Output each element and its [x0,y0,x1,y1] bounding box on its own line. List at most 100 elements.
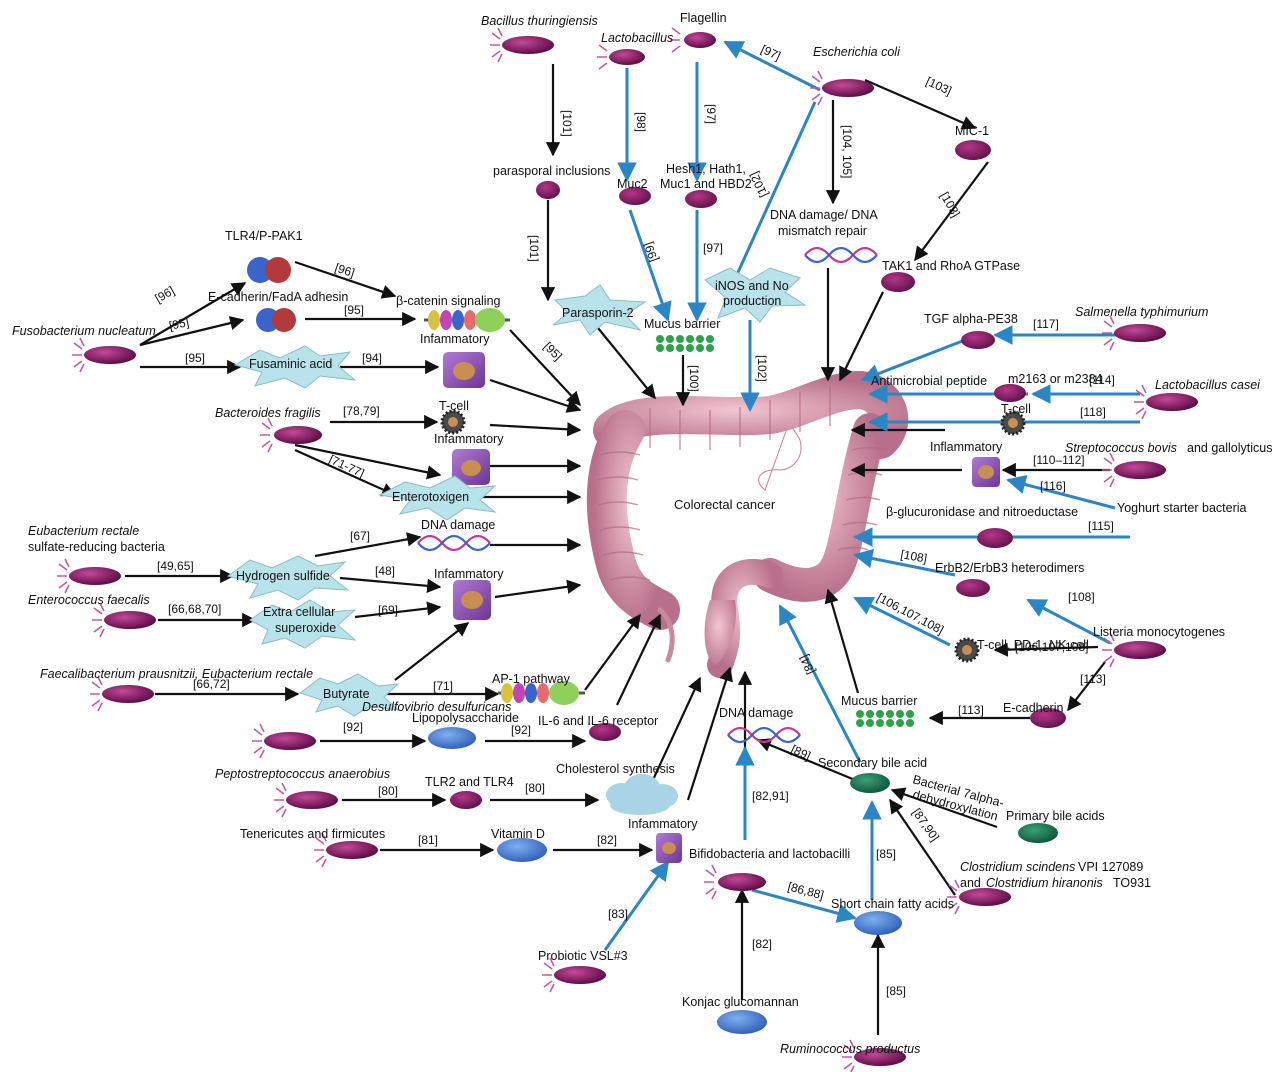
metabolite-star-icon [704,267,807,323]
center-label: Colorectal cancer [674,497,776,512]
reference-label: [100] [687,365,701,392]
protein-icon [1030,708,1066,728]
node-label: and [960,876,981,890]
node-label: sulfate-reducing bacteria [28,540,165,554]
protein-icon [956,579,990,597]
receptor-icon [247,257,291,283]
bacterium-icon [260,417,322,453]
node-label: Hydrogen sulfide [236,569,330,583]
reference-label: [97] [703,241,723,255]
node-label: Enterococcus faecalis [28,593,150,607]
reference-label: [66,68,70] [168,602,221,616]
reference-label: [66,72] [193,677,230,691]
arrow [628,209,672,322]
node-label: TO931 [1113,876,1151,890]
reference-label: [85] [886,984,906,998]
node-label: Mucus barrier [841,694,917,708]
bacterium-icon [597,44,645,70]
node-label: Desulfovibrio desulfuricans [362,700,511,714]
node-label: Antimicrobial peptide [871,374,987,388]
node-label: Fusobacterium nucleatum [12,324,156,338]
bacterium-icon [947,879,1011,915]
node-label: Bacillus thuringiensis [481,14,598,28]
arrow [651,676,702,783]
node-label: Extra cellular [263,605,335,619]
arrow [294,443,442,480]
node-label: production [723,294,781,308]
reference-label: [101] [527,235,541,262]
inflammatory-cell-icon [656,833,682,863]
node-label: AP-1 pathway [492,672,571,686]
node-label: VPI 127089 [1078,860,1143,874]
arrow [354,601,442,619]
reference-label: [92] [511,723,531,737]
node-label: Bacteroides fragilis [215,406,321,420]
dna-icon [804,246,878,264]
reference-label: [48] [375,564,395,578]
metabolites-group [226,267,807,717]
node-label: Primary bile acids [1006,809,1105,823]
bacterium-icon [490,27,554,63]
bacterium-icon [72,337,136,373]
reference-label: [110–112] [1033,453,1085,467]
reference-label: [108] [1068,590,1095,604]
node-label: Inflammatory [930,440,1003,454]
bacterium-icon [274,782,338,818]
reference-label: [118] [1080,405,1106,419]
node-label: Tenericutes and firmicutes [240,827,385,841]
node-label: iNOS and No [715,279,789,293]
reference-label: [83] [608,907,628,921]
node-label: Infammatory [434,432,504,446]
t-cell-icon [440,409,466,435]
reference-label: [102] [747,170,771,200]
reference-label: [103] [937,190,962,220]
arrow [756,738,856,782]
node-label: mismatch repair [778,224,867,238]
node-label: Probiotic VSL#3 [538,949,628,963]
node-label: Faecalibacterium prausnitzii, Eubacteriu… [40,667,313,681]
node-label: DNA damage [719,706,793,720]
node-label: Infammatory [420,332,490,346]
arrow [889,798,956,896]
bacterium-icon [90,676,154,712]
arrow [1006,475,1116,510]
node-label: Cholesterol synthesis [556,762,675,776]
reference-label: [82] [597,833,617,847]
reference-label: [84] [797,653,818,677]
reference-label: [96] [333,261,356,280]
cholesterol-cloud-icon [606,774,678,815]
reference-label: [97] [704,104,718,124]
metabolite-star-icon [226,555,350,601]
bacterium-icon [842,1039,906,1072]
arrow [294,260,397,299]
reference-label: [86,88] [786,879,825,902]
protein-icon [685,190,717,208]
mucus-barrier-icon [656,335,714,352]
protein-icon [589,723,621,741]
reference-label: [96] [153,283,177,305]
protein-icon [450,791,482,809]
arrow [890,787,998,829]
arrow [494,579,582,599]
reference-label: [81] [418,833,438,847]
reference-label: [98] [634,112,648,132]
node-label: E-cadherin [1003,701,1063,715]
bacterium-icon [92,602,156,638]
protein-icon [994,384,1026,402]
reference-label: [82,91] [752,789,789,803]
node-label: β-glucuronidase and nitroeductase [886,505,1078,519]
green-protein-icon [850,773,890,793]
arrow [993,642,1099,657]
arrow [394,622,470,681]
node-label: Vitamin D [491,827,545,841]
node-label: Secondary bile acid [818,756,927,770]
bacterium-icon [1134,384,1198,420]
reference-label: [104, 105] [840,125,854,178]
arrow [853,596,951,647]
arrow [489,422,582,437]
node-label: Ruminococcus productus [780,1042,920,1056]
bacterium-icon [252,723,316,759]
blue-protein-icon [717,1010,767,1034]
protein-icon [881,272,915,292]
arrow [584,613,641,691]
